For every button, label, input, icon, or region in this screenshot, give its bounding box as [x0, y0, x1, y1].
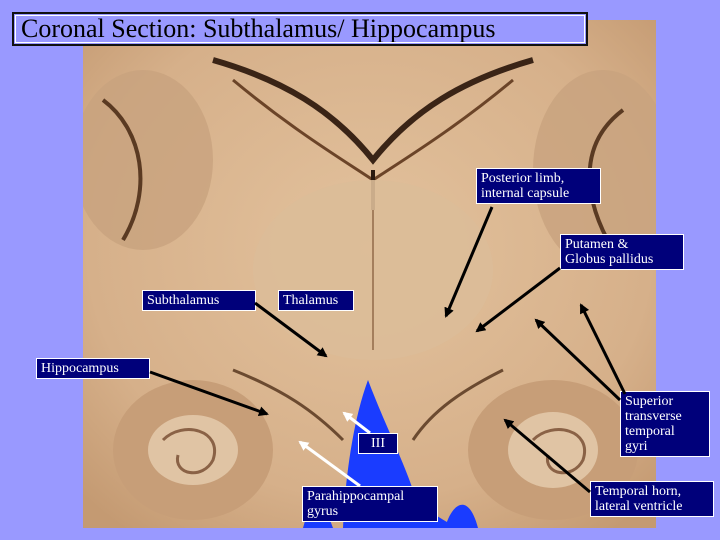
label-third-ventricle-text: III — [371, 436, 385, 451]
slide-title: Coronal Section: Subthalamus/ Hippocampu… — [12, 12, 588, 46]
label-hippocampus: Hippocampus — [36, 358, 150, 379]
arrow-third-ventricle — [342, 411, 371, 435]
arrow-parahippocampal — [298, 440, 361, 488]
arrow-superior-temporal-2 — [579, 303, 627, 395]
label-posterior-limb-line2: internal capsule — [481, 186, 570, 201]
label-putamen-line1: Putamen & — [565, 237, 629, 252]
label-posterior-limb: Posterior limb, internal capsule — [476, 168, 601, 204]
label-subthalamus-text: Subthalamus — [147, 293, 220, 308]
label-superior-temporal-line4: gyri — [625, 439, 648, 454]
label-posterior-limb-line1: Posterior limb, — [481, 171, 565, 186]
label-thalamus: Thalamus — [278, 290, 354, 311]
arrow-superior-temporal-1 — [534, 318, 622, 402]
arrow-subthalamus — [254, 301, 328, 358]
arrow-temporal-horn — [503, 418, 591, 494]
label-parahippocampal-line2: gyrus — [307, 504, 339, 519]
label-temporal-horn: Temporal horn, lateral ventricle — [590, 481, 714, 517]
arrow-posterior-limb — [444, 206, 494, 318]
label-putamen-line2: Globus pallidus — [565, 252, 654, 267]
label-parahippocampal: Parahippocampal gyrus — [302, 486, 438, 522]
label-subthalamus: Subthalamus — [142, 290, 256, 311]
label-temporal-horn-line1: Temporal horn, — [595, 484, 682, 499]
label-hippocampus-text: Hippocampus — [41, 361, 119, 376]
label-superior-temporal: Superior transverse temporal gyri — [620, 391, 710, 457]
label-thalamus-text: Thalamus — [283, 293, 339, 308]
arrow-putamen-1 — [475, 266, 561, 333]
label-superior-temporal-line3: temporal — [625, 424, 675, 439]
label-superior-temporal-line1: Superior — [625, 394, 674, 409]
label-third-ventricle: III — [358, 433, 398, 454]
arrow-hippocampus — [149, 370, 269, 417]
label-putamen: Putamen & Globus pallidus — [560, 234, 684, 270]
label-temporal-horn-line2: lateral ventricle — [595, 499, 683, 514]
label-superior-temporal-line2: transverse — [625, 409, 682, 424]
label-parahippocampal-line1: Parahippocampal — [307, 489, 405, 504]
